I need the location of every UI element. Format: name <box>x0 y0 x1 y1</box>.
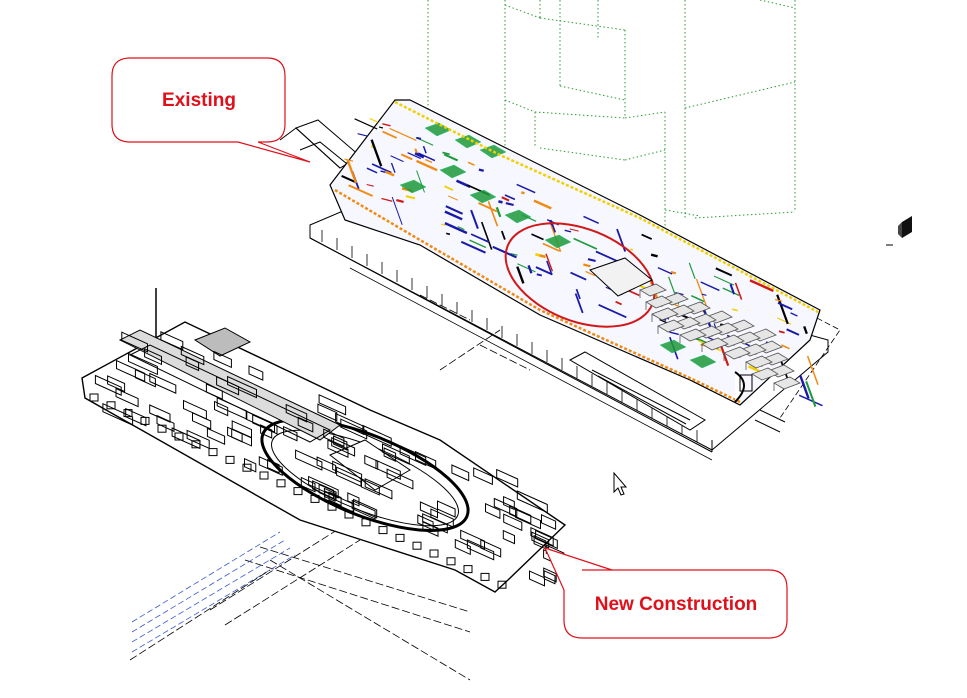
new-construction-floor-model[interactable] <box>81 288 568 681</box>
building-mass-wireframe <box>427 0 796 240</box>
existing-floor-model[interactable] <box>279 99 841 461</box>
callout-existing-label: Existing <box>162 90 236 111</box>
callout-new-construction[interactable]: New Construction <box>543 547 788 639</box>
view-cube-icon[interactable] <box>886 216 912 246</box>
callout-existing[interactable]: Existing <box>111 57 311 163</box>
arrow-cursor-icon <box>613 471 628 496</box>
callout-new-construction-label: New Construction <box>595 594 758 615</box>
